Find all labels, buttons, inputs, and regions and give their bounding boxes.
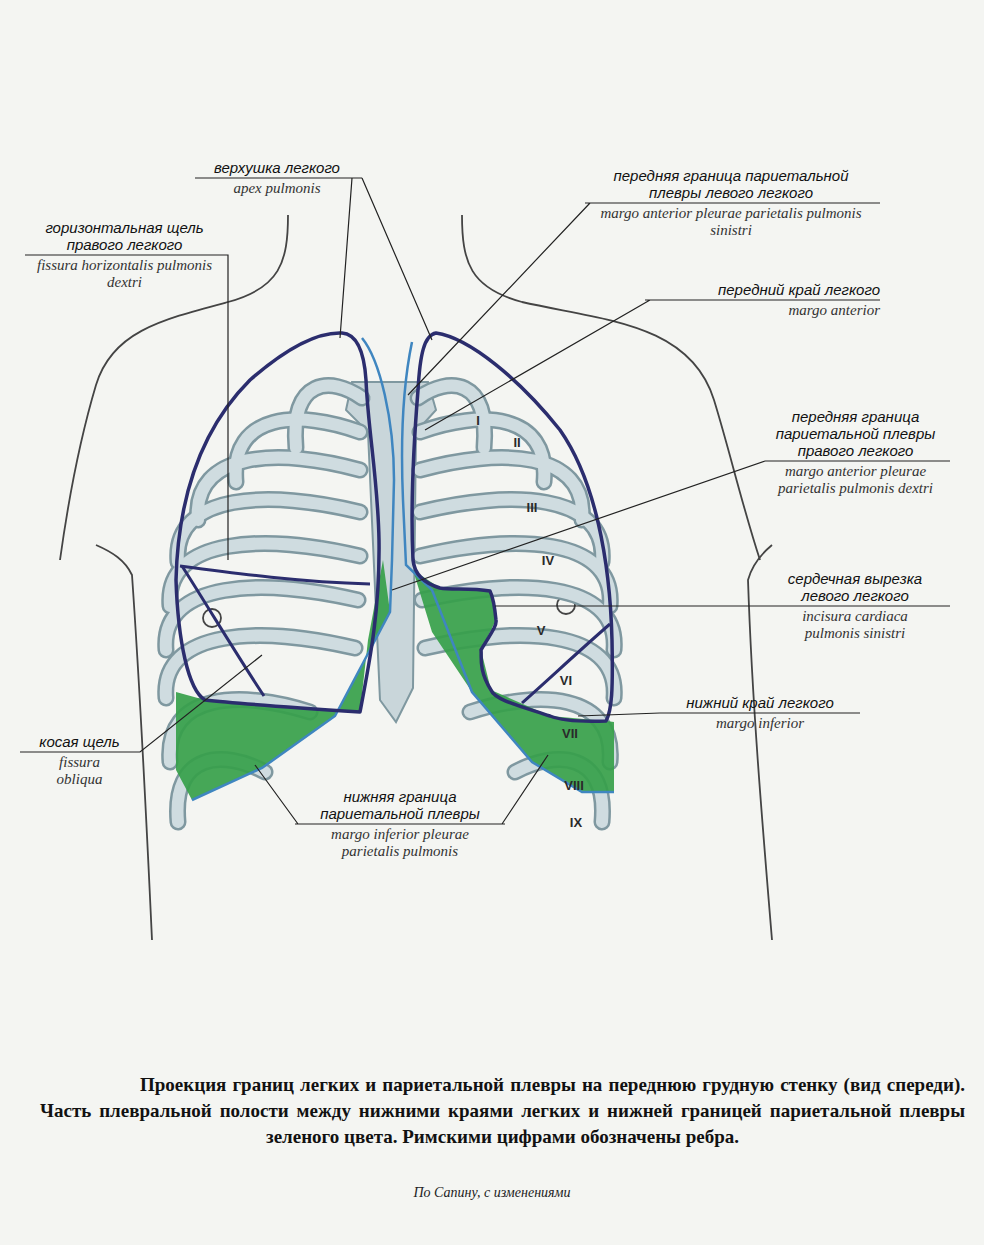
fissure bbox=[180, 566, 370, 584]
rib-number: IV bbox=[542, 554, 554, 568]
rib-number: VII bbox=[562, 727, 578, 741]
pleura-border bbox=[402, 342, 614, 792]
latin-term: margo anterior pleurae parietalis pulmon… bbox=[596, 205, 866, 239]
structure-label: передний край легкого bbox=[640, 281, 880, 298]
leader-line bbox=[255, 755, 548, 824]
structure-label: передняя граница париетальной плевры пра… bbox=[768, 408, 943, 459]
leader-line bbox=[495, 605, 950, 606]
latin-term: incisura cardiaca pulmonis sinistri bbox=[775, 608, 935, 642]
structure-label: нижняя граница париетальной плевры bbox=[315, 788, 485, 822]
figure-caption: Проекция границ легких и париетальной пл… bbox=[40, 1072, 965, 1150]
fissure bbox=[522, 624, 610, 703]
structure-label: верхушка легкого bbox=[177, 159, 377, 176]
leader-line bbox=[20, 178, 950, 824]
structure-label: косая щель bbox=[22, 733, 137, 750]
rib-number: VIII bbox=[564, 779, 584, 793]
leader-line bbox=[25, 255, 228, 560]
leader-line bbox=[408, 203, 880, 395]
latin-term: fissura obliqua bbox=[42, 754, 117, 788]
latin-term: fissura horizontalis pulmonis dextri bbox=[32, 257, 217, 291]
body-outline bbox=[462, 215, 760, 560]
latin-term: apex pulmonis bbox=[177, 180, 377, 197]
body-outline bbox=[748, 545, 772, 940]
lung-outline bbox=[176, 333, 612, 721]
leader-line bbox=[195, 178, 432, 340]
structure-label: нижний край легкого bbox=[660, 694, 860, 711]
source-note: По Сапину, с изменениями bbox=[413, 1185, 570, 1201]
leader-line bbox=[20, 655, 262, 752]
pleura-border bbox=[192, 338, 614, 800]
latin-term: margo anterior bbox=[640, 302, 880, 319]
rib bbox=[236, 420, 360, 482]
latin-term: margo anterior pleurae parietalis pulmon… bbox=[768, 463, 943, 497]
latin-term: margo inferior bbox=[660, 715, 860, 732]
rib-number: IX bbox=[570, 816, 582, 830]
rib-number: III bbox=[527, 501, 538, 515]
structure-label: горизонтальная щель правого легкого bbox=[32, 219, 217, 253]
body-outline bbox=[60, 215, 772, 940]
latin-term: margo inferior pleurae parietalis pulmon… bbox=[315, 826, 485, 860]
rib-number: I bbox=[476, 414, 480, 428]
structure-label: сердечная вырезка левого легкого bbox=[775, 570, 935, 604]
lung-outline bbox=[176, 333, 379, 712]
rib bbox=[420, 420, 544, 482]
pleura-border bbox=[192, 338, 394, 800]
rib-number: II bbox=[513, 436, 520, 450]
pleural-recess bbox=[413, 570, 614, 792]
rib-number: VI bbox=[560, 674, 572, 688]
pleural-recess bbox=[176, 560, 614, 800]
rib-number: V bbox=[537, 624, 546, 638]
lung-outline bbox=[412, 333, 612, 721]
structure-label: передняя граница париетальной плевры лев… bbox=[596, 167, 866, 201]
pleural-recess bbox=[176, 560, 390, 800]
fissure bbox=[182, 566, 264, 696]
